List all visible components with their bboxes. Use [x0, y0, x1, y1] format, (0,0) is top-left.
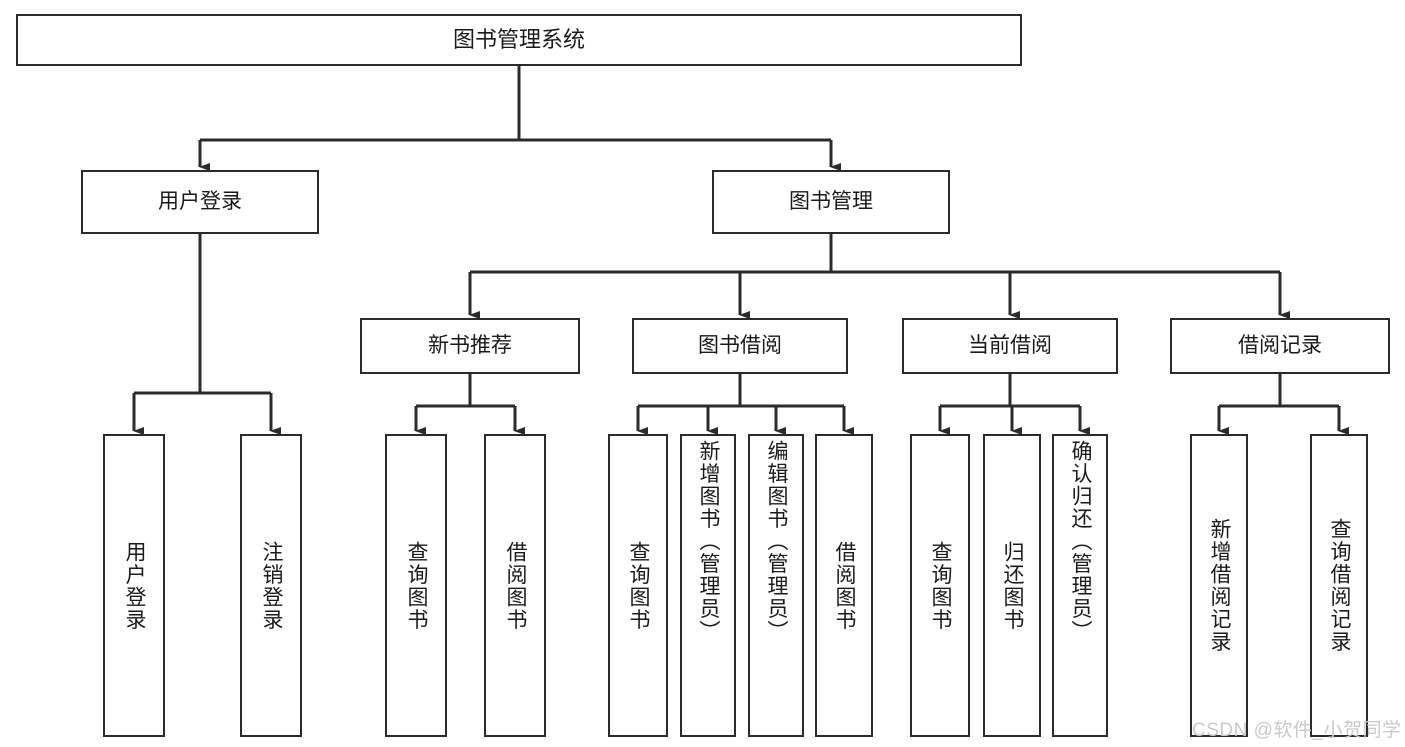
- node-leaf-rec-borrow[interactable]: 借阅图书: [484, 434, 546, 737]
- node-label-leaf-cb-query: 查询图书: [929, 540, 953, 631]
- node-label-leaf-user-login: 用户登录: [123, 540, 147, 631]
- node-label-book-borrow: 图书借阅: [698, 333, 782, 357]
- node-leaf-cb-confirm[interactable]: 确认归还（管理员）: [1052, 434, 1108, 737]
- node-label-leaf-user-logout: 注销登录: [260, 540, 284, 631]
- node-label-borrow-record: 借阅记录: [1238, 333, 1322, 357]
- node-leaf-br-add[interactable]: 新增借阅记录: [1190, 434, 1248, 737]
- node-root[interactable]: 图书管理系统: [16, 14, 1022, 66]
- node-leaf-user-login[interactable]: 用户登录: [103, 434, 165, 737]
- node-current-borrow[interactable]: 当前借阅: [902, 318, 1118, 374]
- node-borrow-record[interactable]: 借阅记录: [1170, 318, 1390, 374]
- node-label-leaf-rec-borrow: 借阅图书: [504, 540, 528, 631]
- node-label-new-book-rec: 新书推荐: [428, 333, 512, 357]
- node-label-leaf-cb-return: 归还图书: [1001, 540, 1025, 631]
- node-leaf-user-logout[interactable]: 注销登录: [240, 434, 302, 737]
- node-leaf-br-query[interactable]: 查询借阅记录: [1310, 434, 1368, 737]
- node-label-leaf-cb-confirm: 确认归还（管理员）: [1069, 440, 1093, 643]
- node-label-leaf-bb-edit: 编辑图书（管理员）: [765, 440, 789, 643]
- node-leaf-bb-borrow[interactable]: 借阅图书: [815, 434, 873, 737]
- node-leaf-bb-edit[interactable]: 编辑图书（管理员）: [748, 434, 804, 737]
- node-leaf-cb-return[interactable]: 归还图书: [983, 434, 1041, 737]
- node-label-leaf-bb-borrow: 借阅图书: [833, 540, 857, 631]
- node-new-book-rec[interactable]: 新书推荐: [360, 318, 580, 374]
- node-leaf-cb-query[interactable]: 查询图书: [910, 434, 970, 737]
- node-user-login[interactable]: 用户登录: [81, 170, 319, 234]
- node-label-book-manage: 图书管理: [789, 189, 873, 213]
- node-book-manage[interactable]: 图书管理: [712, 170, 950, 234]
- node-label-leaf-br-query: 查询借阅记录: [1328, 518, 1352, 653]
- node-label-leaf-br-add: 新增借阅记录: [1208, 518, 1232, 653]
- node-label-leaf-bb-add: 新增图书（管理员）: [697, 440, 721, 643]
- node-label-leaf-bb-query: 查询图书: [627, 540, 651, 631]
- connector-lines: [132, 66, 1349, 435]
- node-leaf-bb-query[interactable]: 查询图书: [608, 434, 668, 737]
- node-label-root: 图书管理系统: [452, 26, 585, 52]
- node-leaf-rec-query[interactable]: 查询图书: [385, 434, 447, 737]
- node-label-leaf-rec-query: 查询图书: [405, 540, 429, 631]
- node-label-user-login: 用户登录: [158, 189, 242, 213]
- node-book-borrow[interactable]: 图书借阅: [632, 318, 848, 374]
- node-label-current-borrow: 当前借阅: [968, 333, 1052, 357]
- node-leaf-bb-add[interactable]: 新增图书（管理员）: [680, 434, 736, 737]
